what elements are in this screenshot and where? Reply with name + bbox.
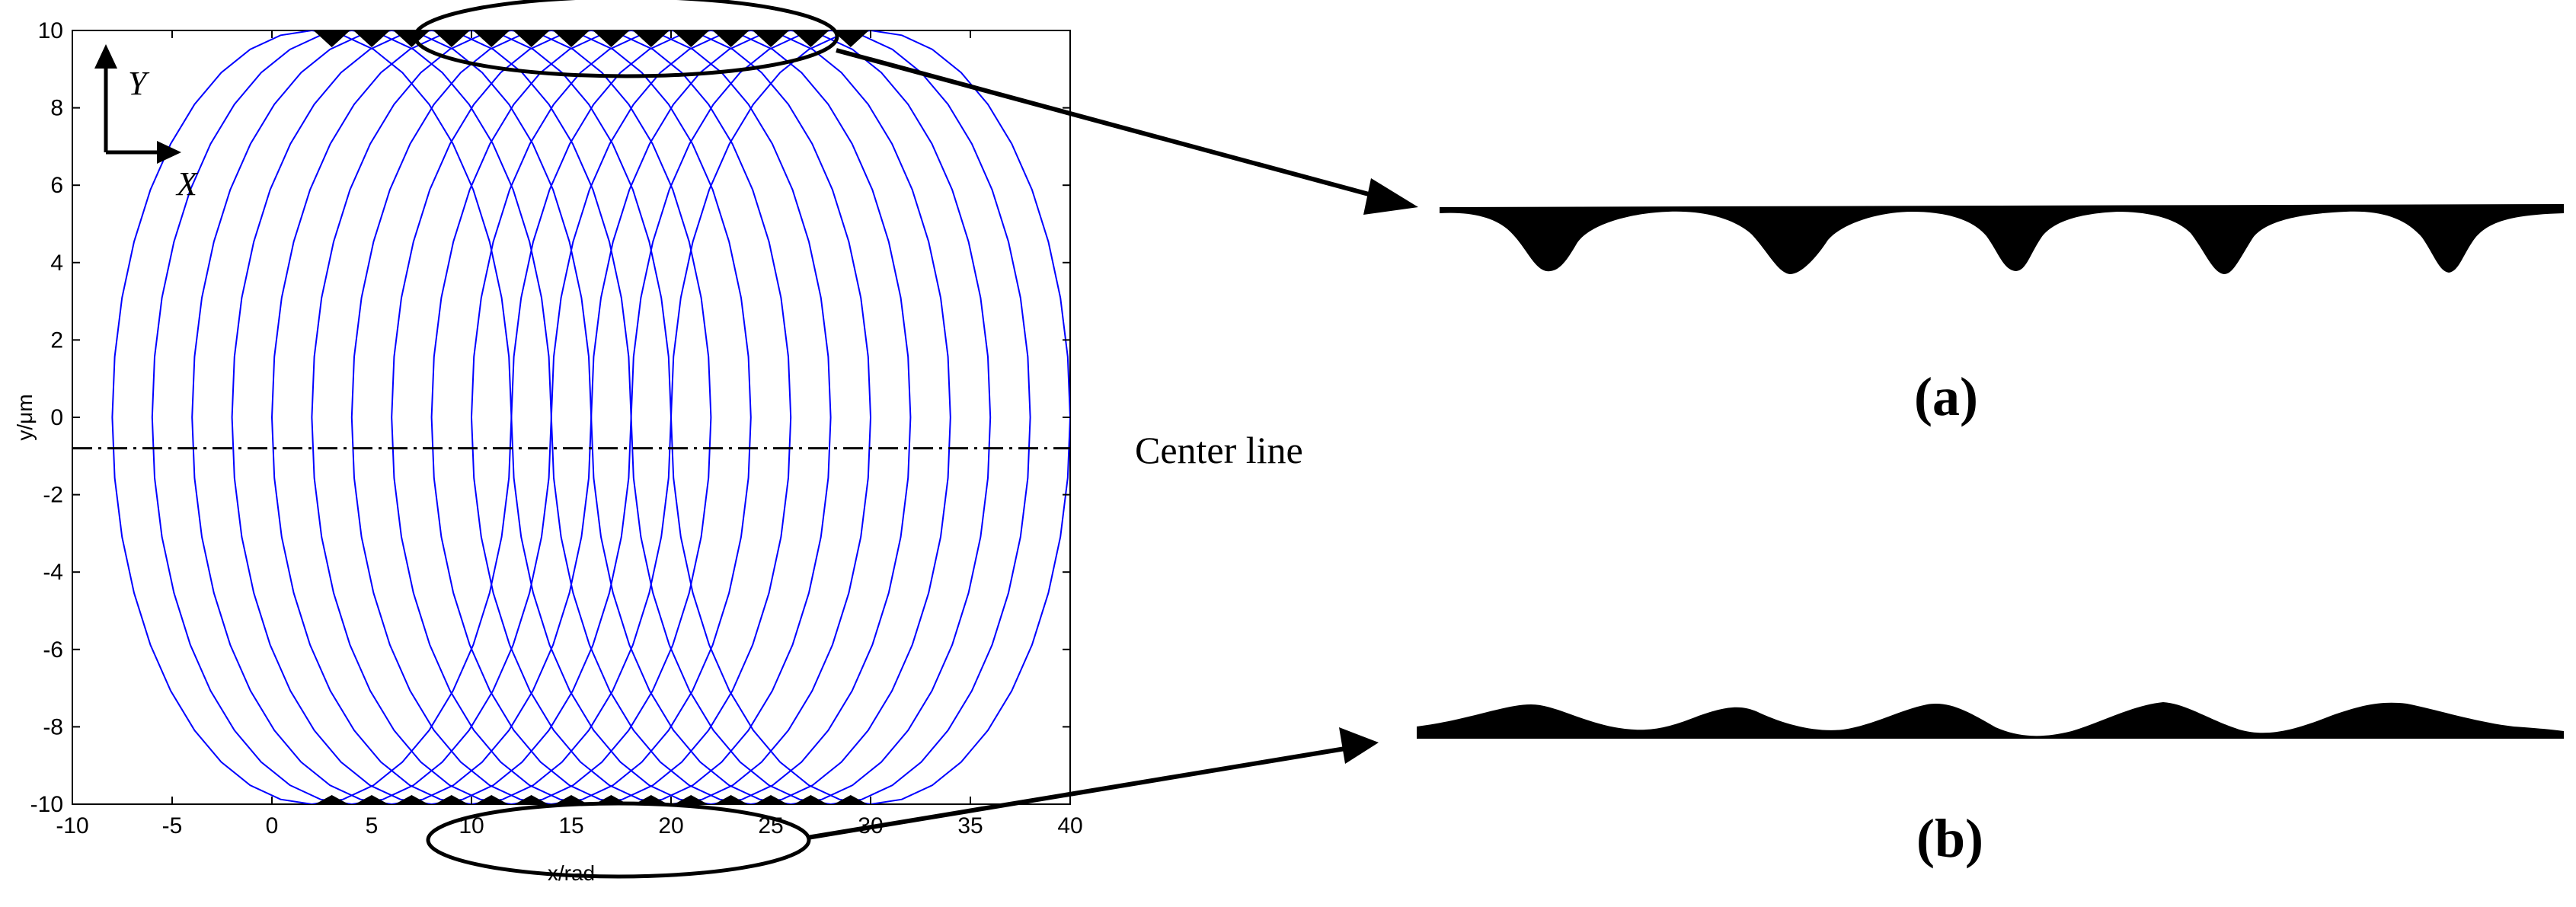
- callout-arrow-a: [836, 48, 1418, 215]
- top-overlap-mark-2: [393, 30, 430, 47]
- top-highlight-ellipse: [413, 0, 839, 78]
- y-tick-label: 4: [50, 251, 63, 276]
- y-tick-label: 2: [50, 327, 63, 353]
- x-tick-label: 0: [266, 813, 279, 838]
- top-overlap-mark-6: [553, 30, 590, 47]
- top-overlap-mark-3: [433, 30, 470, 47]
- profile-a: [1440, 204, 2564, 274]
- series-line-12: [590, 30, 992, 804]
- x-tick-label: -5: [162, 813, 183, 838]
- x-tick-label: 40: [1057, 813, 1082, 838]
- bottom-overlap-mark-4: [475, 795, 509, 804]
- y-tick-label: -2: [43, 483, 63, 508]
- y-axis-label: y/μm: [13, 394, 37, 440]
- y-arrow-label: Y: [128, 65, 150, 102]
- bottom-overlap-mark-2: [395, 795, 429, 804]
- bottom-overlap-mark-5: [514, 795, 548, 804]
- y-tick-label: -10: [30, 792, 63, 817]
- x-tick-label: 15: [558, 813, 583, 838]
- profile-b: [1417, 702, 2564, 739]
- series-line-11: [550, 30, 951, 804]
- top-overlap-mark-10: [712, 30, 749, 47]
- top-overlap-mark-8: [632, 30, 670, 47]
- label-b: (b): [1916, 808, 1983, 869]
- bottom-overlap-mark-12: [794, 795, 828, 804]
- bottom-highlight-ellipse: [426, 801, 811, 879]
- y-tick-label: -6: [43, 637, 63, 663]
- top-overlap-mark-1: [353, 30, 390, 47]
- top-overlap-mark-0: [313, 30, 350, 47]
- top-overlap-mark-5: [513, 30, 550, 47]
- series-line-14: [670, 30, 1070, 804]
- coordinate-axes-icon: [94, 44, 181, 164]
- x-axis-ticks: -10-50510152025303540: [56, 30, 1083, 838]
- y-tick-label: 10: [38, 18, 63, 43]
- top-overlap-mark-12: [792, 30, 829, 47]
- center-line-label: Center line: [1135, 429, 1303, 471]
- plot-frame: [72, 30, 1071, 805]
- y-tick-label: 8: [50, 96, 63, 121]
- bottom-overlap-mark-10: [714, 795, 748, 804]
- y-tick-label: 0: [50, 405, 63, 430]
- top-overlap-mark-11: [753, 30, 789, 47]
- bottom-overlap-mark-9: [674, 795, 708, 804]
- bottom-overlap-mark-3: [434, 795, 468, 804]
- bottom-overlap-mark-13: [833, 795, 868, 804]
- callout-arrow-b: [807, 727, 1379, 840]
- top-overlap-mark-13: [832, 30, 869, 47]
- label-a: (a): [1914, 366, 1978, 427]
- x-arrow-label: X: [175, 165, 199, 203]
- y-axis-ticks: -10 -8 -6 -4 -2 0 2 4 6 8 10: [30, 18, 1070, 817]
- y-tick-label: -8: [43, 714, 63, 739]
- x-tick-label: -10: [56, 813, 88, 838]
- top-overlap-mark-9: [673, 30, 710, 47]
- x-tick-label: 5: [366, 813, 379, 838]
- y-tick-label: -4: [43, 560, 63, 585]
- series-line-10: [510, 30, 912, 804]
- series-line-13: [630, 30, 1031, 804]
- bottom-overlap-mark-0: [315, 795, 349, 804]
- x-tick-label: 20: [658, 813, 683, 838]
- top-overlap-mark-7: [593, 30, 630, 47]
- x-tick-label: 35: [957, 813, 983, 838]
- y-tick-label: 6: [50, 173, 63, 198]
- top-overlap-mark-4: [473, 30, 510, 47]
- series-group: [111, 30, 1070, 804]
